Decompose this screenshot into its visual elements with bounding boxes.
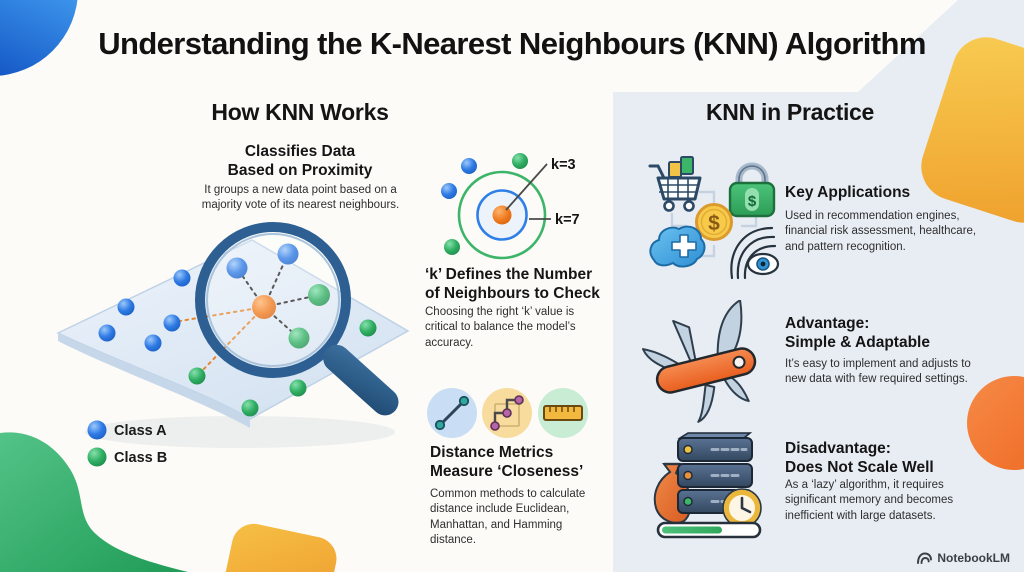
- swiss-army-knife-icon: [642, 300, 757, 423]
- distance-metric-icons: [427, 388, 588, 438]
- decor-green-blob: [0, 432, 188, 572]
- manhattan-path-icon: [482, 388, 532, 438]
- k-value-diagram: k=3 k=7: [441, 153, 580, 260]
- clock-icon: [722, 488, 762, 528]
- new-data-point: [252, 295, 276, 319]
- decor-yellow-blob-bottom: [221, 519, 341, 572]
- server-memory-icon: [653, 432, 762, 539]
- hamming-ruler-icon: [538, 388, 588, 438]
- class-a-label: Class A: [114, 423, 167, 439]
- disadvantage-desc: As a ‘lazy’ algorithm, it requires signi…: [785, 479, 954, 522]
- page-title: Understanding the K-Nearest Neighbours (…: [98, 26, 926, 61]
- brand-watermark: NotebookLM: [917, 551, 1010, 565]
- k3-label: k=3: [551, 157, 576, 173]
- dollar-coin-icon: $: [695, 203, 733, 241]
- lock-dollar-glyph: $: [748, 193, 757, 210]
- disadvantage-title: Disadvantage: Does Not Scale Well: [785, 440, 934, 476]
- memory-progress-bar: [656, 521, 762, 539]
- title-band-background: [0, 0, 958, 92]
- class-a-points: [98, 243, 299, 352]
- padlock-dollar-icon: $: [728, 162, 776, 218]
- class-a-legend-dot: [87, 420, 107, 440]
- advantage-desc: It’s easy to implement and adjusts to ne…: [785, 358, 971, 386]
- distance-section-title: Distance Metrics Measure ‘Closeness’: [430, 444, 584, 480]
- euclidean-line-icon: [427, 388, 477, 438]
- applications-icon-cluster: $ $: [648, 156, 780, 280]
- k-section-desc: Choosing the right ‘k’ value is critical…: [425, 306, 576, 349]
- outer-k-ring: [457, 170, 547, 260]
- knn-scatter-illustration: Class A Class B: [56, 222, 410, 467]
- class-b-legend-dot: [87, 447, 107, 467]
- magnifier-icon: [195, 222, 399, 416]
- proximity-title: Classifies Data Based on Proximity: [227, 143, 373, 179]
- class-b-label: Class B: [114, 450, 167, 466]
- shopping-cart-icon: [648, 156, 702, 212]
- class-b-points: [188, 284, 377, 417]
- applications-desc: Used in recommendation engines, financia…: [785, 210, 977, 253]
- cluster-connectors: [670, 190, 758, 258]
- brand-name: NotebookLM: [937, 551, 1010, 565]
- left-column-heading: How KNN Works: [211, 99, 389, 125]
- coin-dollar-glyph: $: [708, 212, 720, 235]
- fingerprint-eye-icon: [730, 226, 780, 280]
- k-section-title: ‘k’ Defines the Number of Neighbours to …: [425, 266, 600, 302]
- distance-section-desc: Common methods to calculate distance inc…: [430, 488, 586, 547]
- applications-title: Key Applications: [785, 184, 911, 201]
- proximity-desc: It groups a new data point based on a ma…: [201, 184, 400, 212]
- notebooklm-logo-icon: [917, 551, 933, 564]
- k7-label: k=7: [555, 212, 580, 228]
- right-column-heading: KNN in Practice: [705, 99, 875, 125]
- class-legend: Class A Class B: [87, 420, 167, 467]
- brain-health-icon: [649, 225, 706, 268]
- advantage-title: Advantage: Simple & Adaptable: [785, 315, 930, 351]
